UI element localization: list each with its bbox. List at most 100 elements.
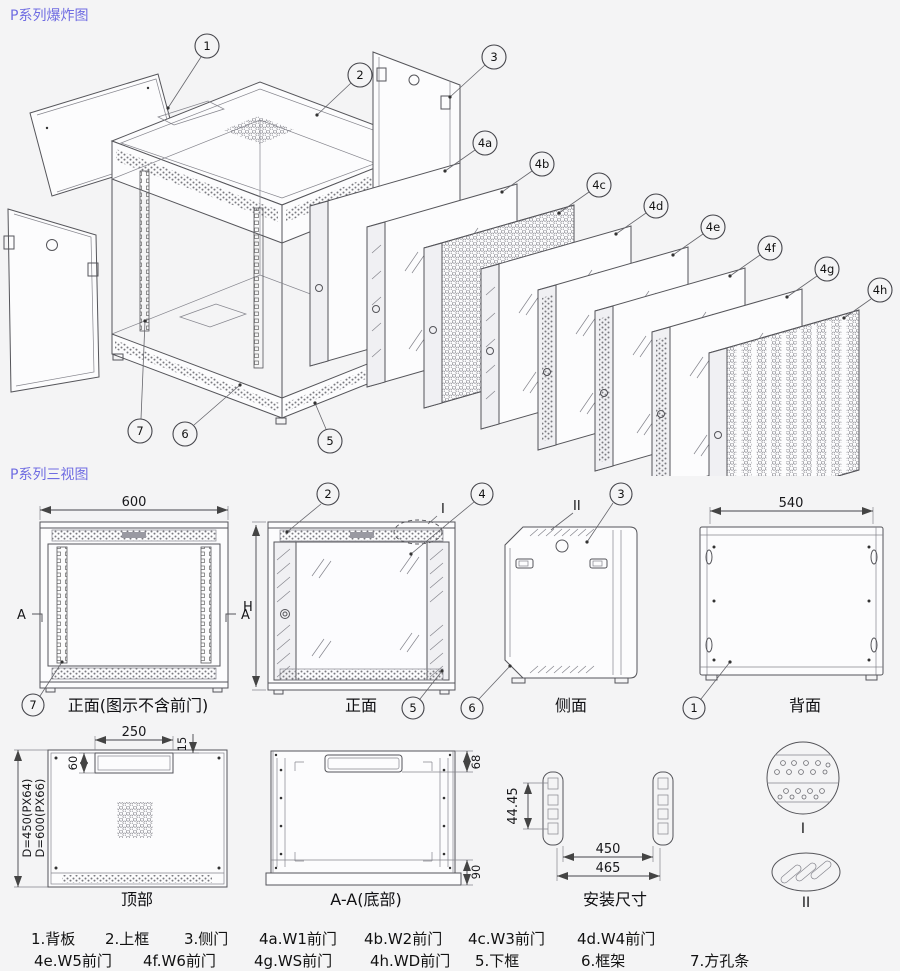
callout-2: 2: [347, 62, 373, 88]
front-door-4h: [708, 309, 860, 476]
svg-text:3: 3: [490, 50, 497, 64]
legend-item: 6.框架: [581, 952, 626, 970]
svg-text:5: 5: [409, 701, 416, 715]
callout-1: 1: [194, 33, 220, 59]
callout-4h: 4h: [867, 277, 893, 303]
legend-item: 1.背板: [31, 930, 76, 948]
detail-marker-i: [393, 519, 443, 545]
view-install: 44.45 450 465 安装尺寸: [506, 771, 674, 909]
dim-depth-600: D=600(PX66): [33, 779, 47, 858]
callout-6: 6: [172, 421, 198, 447]
svg-text:4g: 4g: [820, 262, 835, 276]
callout-5: 5: [317, 428, 343, 454]
callout-4a: 4a: [472, 130, 498, 156]
svg-text:4a: 4a: [478, 136, 492, 150]
top-vent: [224, 116, 294, 144]
door-lock: [280, 609, 290, 619]
svg-text:4c: 4c: [592, 178, 606, 192]
front-door-4b: [366, 183, 518, 388]
svg-text:2: 2: [356, 68, 363, 82]
svg-text:7: 7: [136, 424, 143, 438]
legend-item: 3.侧门: [184, 930, 229, 948]
callout-5: 5: [401, 696, 425, 720]
dim-250: 250: [122, 725, 147, 740]
detail-i: I: [766, 741, 840, 837]
section-marker-a-right: A: [241, 608, 250, 623]
legend-item: 4a.W1前门: [259, 930, 337, 948]
dim-68: 68: [469, 755, 483, 770]
legend-item: 4f.W6前门: [143, 952, 216, 970]
svg-text:4h: 4h: [873, 283, 888, 297]
view-front: H I 2 4 5 正面: [243, 482, 494, 720]
detail-label-i: I: [801, 821, 805, 837]
dim-44-45: 44.45: [506, 787, 521, 824]
dim-h: H: [243, 600, 253, 615]
section-title-three-view: P系列三视图: [10, 467, 89, 483]
dim-60: 60: [66, 756, 80, 771]
detail-ref-ii: II: [573, 499, 581, 514]
dim-600: 600: [122, 495, 147, 510]
legend-item: 4c.W3前门: [468, 930, 545, 948]
svg-text:3: 3: [617, 487, 624, 501]
view-label: A-A(底部): [330, 890, 401, 909]
view-label: 顶部: [121, 890, 153, 909]
callout-4e: 4e: [700, 214, 726, 240]
view-label: 正面(图示不含前门): [68, 696, 209, 715]
dim-540: 540: [779, 496, 804, 511]
callout-4g: 4g: [814, 256, 840, 282]
callout-2: 2: [316, 482, 340, 506]
bottom-views-drawing: D=450(PX64) D=600(PX66) 250 15 60 顶部: [14, 725, 841, 911]
callout-6: 6: [460, 696, 484, 720]
svg-text:4f: 4f: [764, 241, 776, 255]
svg-text:4e: 4e: [706, 220, 720, 234]
mounting-rail: [253, 207, 264, 369]
legend-item: 4h.WD前门: [370, 952, 451, 970]
view-label: 背面: [789, 696, 821, 715]
detail-ii: II: [771, 852, 841, 911]
view-label: 安装尺寸: [583, 890, 647, 909]
top-vent: [117, 802, 153, 838]
mounting-rail: [56, 546, 68, 664]
front-door-4f: [594, 267, 746, 472]
legend-item: 4e.W5前门: [34, 952, 112, 970]
svg-text:6: 6: [181, 427, 188, 441]
view-top: D=450(PX64) D=600(PX66) 250 15 60 顶部: [14, 725, 228, 909]
front-door-4g: [651, 288, 803, 476]
exploded-view-drawing: 1 2 3 4a 4b 4c 4d 4e 4f 4g 4h 7 6 5: [3, 33, 893, 476]
legend-item: 4g.WS前门: [254, 952, 333, 970]
front-door-4e: [537, 246, 689, 451]
callout-4c: 4c: [586, 172, 612, 198]
callout-7: 7: [21, 693, 45, 717]
view-side: II 3 6 侧面: [460, 482, 638, 720]
legend-item: 5.下框: [475, 952, 520, 970]
svg-text:4b: 4b: [535, 157, 550, 171]
svg-text:6: 6: [468, 701, 475, 715]
view-back: 540 1 背面: [682, 496, 884, 720]
legend-item: 2.上框: [105, 930, 150, 948]
callout-3: 3: [609, 482, 633, 506]
dim-15: 15: [175, 737, 189, 752]
view-front-no-door: 600 A A 7 正面(图示不含前门): [17, 495, 250, 717]
callout-3: 3: [481, 44, 507, 70]
callout-1: 1: [682, 696, 706, 720]
dim-depth-450: D=450(PX64): [20, 779, 34, 858]
dim-90: 90: [469, 865, 483, 880]
mounting-rail: [200, 546, 212, 664]
section-title-exploded: P系列爆炸图: [10, 8, 89, 24]
side-panel-left: [3, 208, 100, 393]
three-view-drawing: 600 A A 7 正面(图示不含前门) H: [17, 482, 884, 720]
svg-text:1: 1: [690, 701, 697, 715]
exploded-leaders: [140, 56, 872, 430]
detail-ref-i: I: [441, 502, 445, 517]
svg-text:7: 7: [29, 698, 36, 712]
svg-text:2: 2: [324, 487, 331, 501]
view-label: 正面: [345, 696, 377, 715]
front-door-4d: [480, 225, 632, 430]
legend-item: 4d.W4前门: [577, 930, 656, 948]
svg-text:4: 4: [478, 487, 485, 501]
front-door-4a: [309, 162, 461, 367]
mounting-rail: [139, 170, 150, 332]
svg-text:5: 5: [326, 434, 333, 448]
svg-text:4d: 4d: [649, 199, 664, 213]
